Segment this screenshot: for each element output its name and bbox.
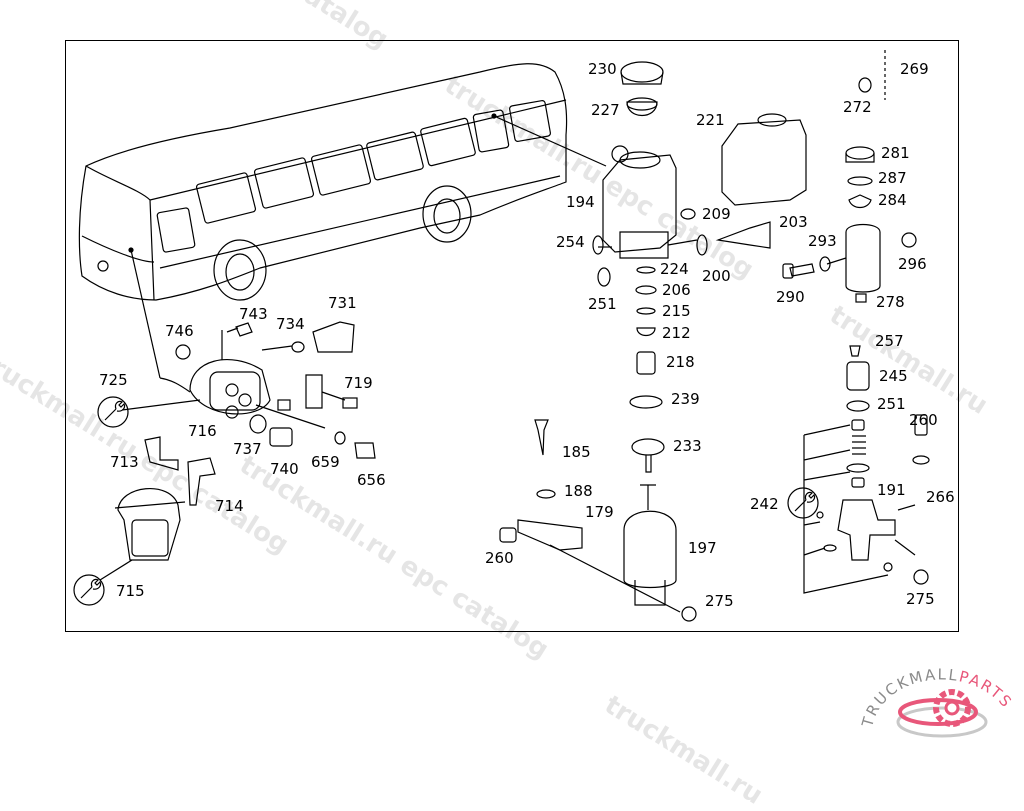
gear-icon xyxy=(896,689,988,738)
parts-diagram xyxy=(73,50,930,622)
callout-278[interactable]: 278 xyxy=(876,293,905,311)
callout-239[interactable]: 239 xyxy=(671,390,700,408)
callout-179[interactable]: 179 xyxy=(585,503,614,521)
callout-269[interactable]: 269 xyxy=(900,60,929,78)
callout-713[interactable]: 713 xyxy=(110,453,139,471)
callout-233[interactable]: 233 xyxy=(673,437,702,455)
callout-218[interactable]: 218 xyxy=(666,353,695,371)
callout-275-right[interactable]: 275 xyxy=(906,590,935,608)
callout-260-right[interactable]: 260 xyxy=(909,411,938,429)
callout-272[interactable]: 272 xyxy=(843,98,872,116)
callout-224[interactable]: 224 xyxy=(660,260,689,278)
filter-group xyxy=(782,50,930,594)
callout-715[interactable]: 715 xyxy=(116,582,145,600)
callout-716[interactable]: 716 xyxy=(188,422,217,440)
callout-731[interactable]: 731 xyxy=(328,294,357,312)
callout-254[interactable]: 254 xyxy=(556,233,585,251)
tool-wrench-icon xyxy=(97,396,129,428)
callout-227[interactable]: 227 xyxy=(591,101,620,119)
truckmall-parts-logo: TRUCKMALLPARTS xyxy=(852,650,1024,750)
callout-656[interactable]: 656 xyxy=(357,471,386,489)
tool-wrench-icon xyxy=(787,487,819,519)
callout-275[interactable]: 275 xyxy=(705,592,734,610)
callout-260[interactable]: 260 xyxy=(485,549,514,567)
callout-251-right[interactable]: 251 xyxy=(877,395,906,413)
callout-197[interactable]: 197 xyxy=(688,539,717,557)
control-valve-group xyxy=(99,321,376,581)
callout-737[interactable]: 737 xyxy=(233,440,262,458)
callout-266[interactable]: 266 xyxy=(926,488,955,506)
callout-740[interactable]: 740 xyxy=(270,460,299,478)
callout-743[interactable]: 743 xyxy=(239,305,268,323)
callout-293[interactable]: 293 xyxy=(808,232,837,250)
reservoir-group xyxy=(499,61,807,622)
callout-251[interactable]: 251 xyxy=(588,295,617,313)
callout-245[interactable]: 245 xyxy=(879,367,908,385)
callout-714[interactable]: 714 xyxy=(215,497,244,515)
callout-191[interactable]: 191 xyxy=(877,481,906,499)
callout-284[interactable]: 284 xyxy=(878,191,907,209)
diagram-frame xyxy=(65,40,959,632)
callout-212[interactable]: 212 xyxy=(662,324,691,342)
callout-719[interactable]: 719 xyxy=(344,374,373,392)
callout-281[interactable]: 281 xyxy=(881,144,910,162)
callout-230[interactable]: 230 xyxy=(588,60,617,78)
callout-746[interactable]: 746 xyxy=(165,322,194,340)
callout-734[interactable]: 734 xyxy=(276,315,305,333)
callout-290[interactable]: 290 xyxy=(776,288,805,306)
callout-242[interactable]: 242 xyxy=(750,495,779,513)
callout-200[interactable]: 200 xyxy=(702,267,731,285)
callout-287[interactable]: 287 xyxy=(878,169,907,187)
bus-illustration xyxy=(78,63,607,379)
callout-296[interactable]: 296 xyxy=(898,255,927,273)
tool-wrench-icon xyxy=(73,574,105,606)
callout-203[interactable]: 203 xyxy=(779,213,808,231)
leader-lines xyxy=(598,239,698,248)
callout-725[interactable]: 725 xyxy=(99,371,128,389)
callout-659[interactable]: 659 xyxy=(311,453,340,471)
callout-257[interactable]: 257 xyxy=(875,332,904,350)
callout-209[interactable]: 209 xyxy=(702,205,731,223)
callout-185[interactable]: 185 xyxy=(562,443,591,461)
callout-215[interactable]: 215 xyxy=(662,302,691,320)
callout-206[interactable]: 206 xyxy=(662,281,691,299)
tool-icons xyxy=(73,396,819,606)
callout-188[interactable]: 188 xyxy=(564,482,593,500)
callout-194[interactable]: 194 xyxy=(566,193,595,211)
callout-221[interactable]: 221 xyxy=(696,111,725,129)
